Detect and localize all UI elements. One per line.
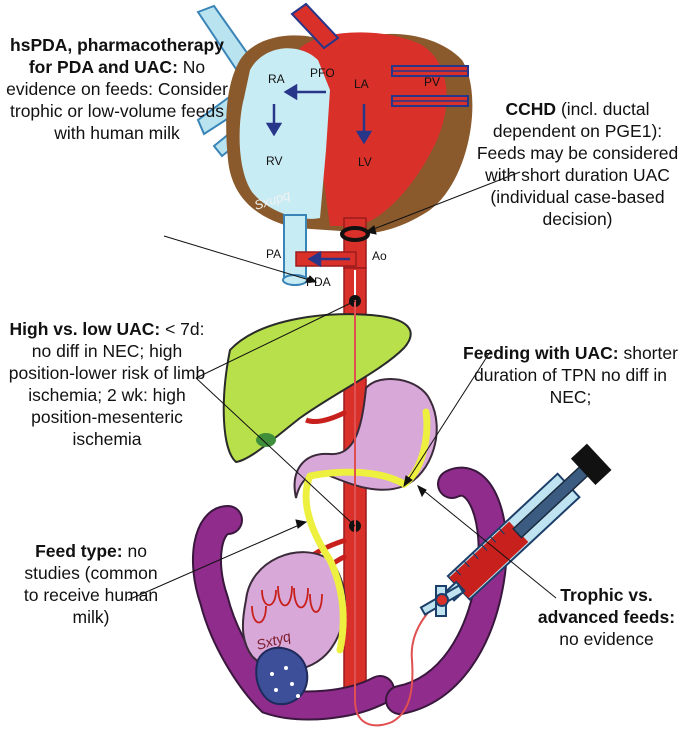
note-feed-type-title: Feed type xyxy=(35,541,117,561)
ra-label: RA xyxy=(268,72,285,86)
note-hspda: hsPDA, pharmacotherapy for PDA and UAC: … xyxy=(6,35,228,143)
la-label: LA xyxy=(354,77,369,91)
lv-label: LV xyxy=(358,155,372,169)
umbilical-catheter-line xyxy=(354,300,441,727)
note-feeding-uac-body: shorter duration of TPN no diff in NEC; xyxy=(474,343,678,407)
pfo-label: PFO xyxy=(310,66,335,80)
liver xyxy=(222,313,412,464)
pointer-lines xyxy=(127,171,557,601)
note-cchd-body: (incl. ductal dependent on PGE1): Feeds … xyxy=(476,99,679,229)
ao-label: Ao xyxy=(372,249,387,263)
note-cchd: CCHD (incl. ductal dependent on PGE1): F… xyxy=(470,98,685,230)
note-hspda-body: No evidence on feeds: Consider trophic o… xyxy=(6,57,228,143)
note-feeding-uac-title: Feeding with UAC xyxy=(463,343,613,363)
heart: RA RV LA LV PFO PV PA PDA Ao Sxupq xyxy=(196,2,473,289)
note-feed-type-body: no studies (common to receive human milk… xyxy=(23,541,159,627)
note-high-low-body: < 7d: no diff in NEC; high position-lowe… xyxy=(8,319,206,449)
note-hspda-title: hsPDA, pharmacotherapy for PDA and UAC xyxy=(10,35,224,77)
stomach xyxy=(293,377,438,499)
note-cchd-title: CCHD xyxy=(505,99,557,119)
note-trophic: Trophic vs. advanced feeds: no evidence xyxy=(537,585,676,649)
note-high-low-uac: High vs. low UAC: < 7d: no diff in NEC; … xyxy=(8,319,206,449)
note-trophic-title: Trophic vs. advanced feeds xyxy=(537,585,670,627)
pa-label: PA xyxy=(266,247,281,261)
note-feeding-uac: Feeding with UAC: shorter duration of TP… xyxy=(463,343,678,407)
note-high-low-title: High vs. low UAC xyxy=(9,319,155,339)
syringe xyxy=(419,443,612,617)
pv-label: PV xyxy=(424,75,440,89)
rv-label: RV xyxy=(266,154,282,168)
note-trophic-body: no evidence xyxy=(559,629,654,649)
note-feed-type: Feed type: no studies (common to receive… xyxy=(23,541,159,627)
cecum xyxy=(255,646,309,706)
